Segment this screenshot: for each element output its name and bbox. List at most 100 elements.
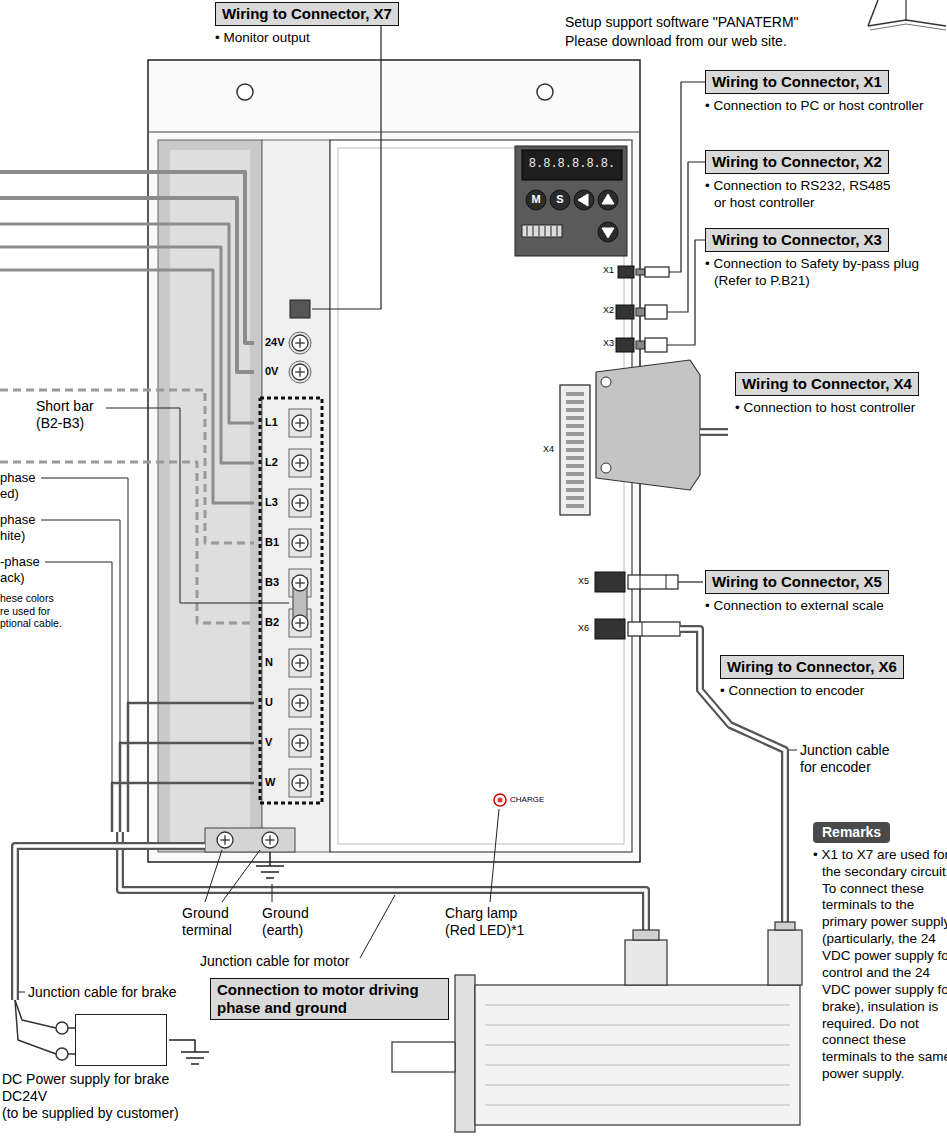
- terminal-label: L3: [265, 496, 278, 509]
- usb-plug: [636, 269, 645, 275]
- terminal-screw: [292, 775, 308, 791]
- led-display: [522, 150, 622, 180]
- encoder-connector: [775, 922, 795, 930]
- terminal-base: [289, 529, 311, 557]
- cable-plug: [636, 308, 645, 316]
- brake-wire: [15, 1000, 56, 1028]
- connector-pin: [566, 408, 584, 412]
- callout-note: • Monitor output: [215, 30, 424, 47]
- manual-icon: [868, 0, 878, 26]
- software-note: Setup support software "PANATERM": [565, 14, 799, 31]
- operator-panel: [515, 146, 627, 256]
- manual-icon: [870, 24, 946, 30]
- connector-callout: Wiring to Connector, X3• Connection to S…: [705, 228, 947, 290]
- mounting-hole: [237, 84, 253, 100]
- screw-slot: [299, 367, 300, 377]
- pin-header: [545, 226, 546, 236]
- phase-label: hite): [0, 528, 25, 544]
- pin-header: [527, 226, 528, 236]
- motor-fin: [485, 1025, 790, 1026]
- motor-fin: [485, 1045, 790, 1046]
- screw-slot: [299, 618, 300, 628]
- screw-slot: [299, 698, 300, 708]
- connector-line: [669, 82, 705, 272]
- callout-label: Ground terminal: [182, 905, 244, 939]
- supply-label: DC Power supply for brake: [2, 1071, 179, 1088]
- leader-line: [106, 408, 289, 603]
- ground-terminal-bar: [205, 828, 295, 852]
- software-note: Please download from our web site.: [565, 33, 787, 50]
- connector-callout: Wiring to Connector, X6• Connection to e…: [720, 655, 947, 700]
- pin-header: [533, 226, 534, 236]
- regen-resistor-wire: [0, 390, 254, 543]
- terminal-label: U: [265, 696, 273, 709]
- button-arrow: [578, 194, 588, 206]
- terminal-label: 24V: [265, 336, 285, 349]
- motor-connector: [625, 940, 667, 985]
- mounting-hole: [537, 84, 553, 100]
- ground-symbol: [261, 871, 279, 873]
- screw-slot: [224, 835, 225, 845]
- callout-heading: Wiring to Connector, X4: [735, 372, 919, 396]
- leader-line: [41, 478, 128, 703]
- terminal-label: V: [265, 736, 272, 749]
- housing-edge: [148, 132, 640, 133]
- connector-pin: [566, 416, 584, 420]
- short-bar-label: Short bar (B2-B3): [36, 398, 108, 432]
- callout-note: • Connection to RS232, RS485 or host con…: [705, 178, 904, 212]
- manual-icon: [868, 20, 946, 26]
- leader-line: [789, 750, 797, 751]
- connector-callout: Wiring to Connector, X1• Connection to P…: [705, 70, 947, 115]
- connector-slot: [616, 338, 634, 352]
- connector-pin: [566, 480, 584, 484]
- cable-plug: [645, 338, 667, 352]
- terminal-label: B2: [265, 616, 279, 629]
- cable-core: [15, 846, 205, 1000]
- motor-phase-wire: [112, 783, 254, 832]
- terminal-screw: [292, 335, 308, 351]
- screw-slot: [299, 418, 300, 428]
- connector-pin: [566, 504, 584, 508]
- callout-heading: Wiring to Connector, X6: [720, 655, 904, 679]
- connection-box: Connection to motor driving phase and gr…: [210, 978, 449, 1020]
- screw-slot: [299, 458, 300, 468]
- ground-symbol: [186, 1057, 204, 1059]
- phase-label: phase: [0, 512, 35, 528]
- control-terminal: [289, 361, 311, 383]
- screw-slot: [299, 338, 300, 348]
- motor-flange: [455, 975, 475, 1132]
- terminal-screw: [292, 415, 308, 431]
- terminal-label: L1: [265, 416, 278, 429]
- power-supply-box: DC Power supply for brakeDC24V(to be sup…: [2, 1014, 179, 1122]
- charge-lamp: [494, 794, 506, 806]
- leader-line: [41, 520, 120, 743]
- scale-cable: [678, 581, 703, 582]
- connector-label: X2: [603, 305, 614, 316]
- remarks-badge: Remarks: [813, 822, 890, 843]
- terminal-block: [262, 140, 330, 852]
- connector-pin: [566, 424, 584, 428]
- connector-x4: [560, 385, 590, 515]
- connector-pin: [566, 464, 584, 468]
- connector-callout: Wiring to Connector, X5• Connection to e…: [705, 570, 947, 615]
- button-arrow: [602, 194, 614, 204]
- screw-slot: [299, 498, 300, 508]
- panel-button: [574, 190, 594, 210]
- motor-connector: [633, 930, 659, 940]
- panel-button: [550, 190, 570, 210]
- leader-line: [19, 992, 25, 993]
- callout-note: • Connection to host controller: [735, 400, 947, 417]
- connector-pin: [566, 448, 584, 452]
- host-cable: [700, 428, 728, 436]
- screw-slot: [299, 778, 300, 788]
- leader-line: [490, 809, 499, 902]
- terminal-label: B1: [265, 536, 279, 549]
- callout-label: Charg lamp (Red LED)*1: [445, 905, 537, 939]
- terminal-screw: [292, 535, 308, 551]
- leader-line: [45, 562, 112, 783]
- connector-label: X4: [543, 444, 554, 455]
- terminal-base: [289, 689, 311, 717]
- phase-label: ack): [0, 570, 25, 586]
- cable-label: Junction cable for brake: [28, 984, 177, 1001]
- connector-callout: Wiring to Connector, X2• Connection to R…: [705, 150, 904, 212]
